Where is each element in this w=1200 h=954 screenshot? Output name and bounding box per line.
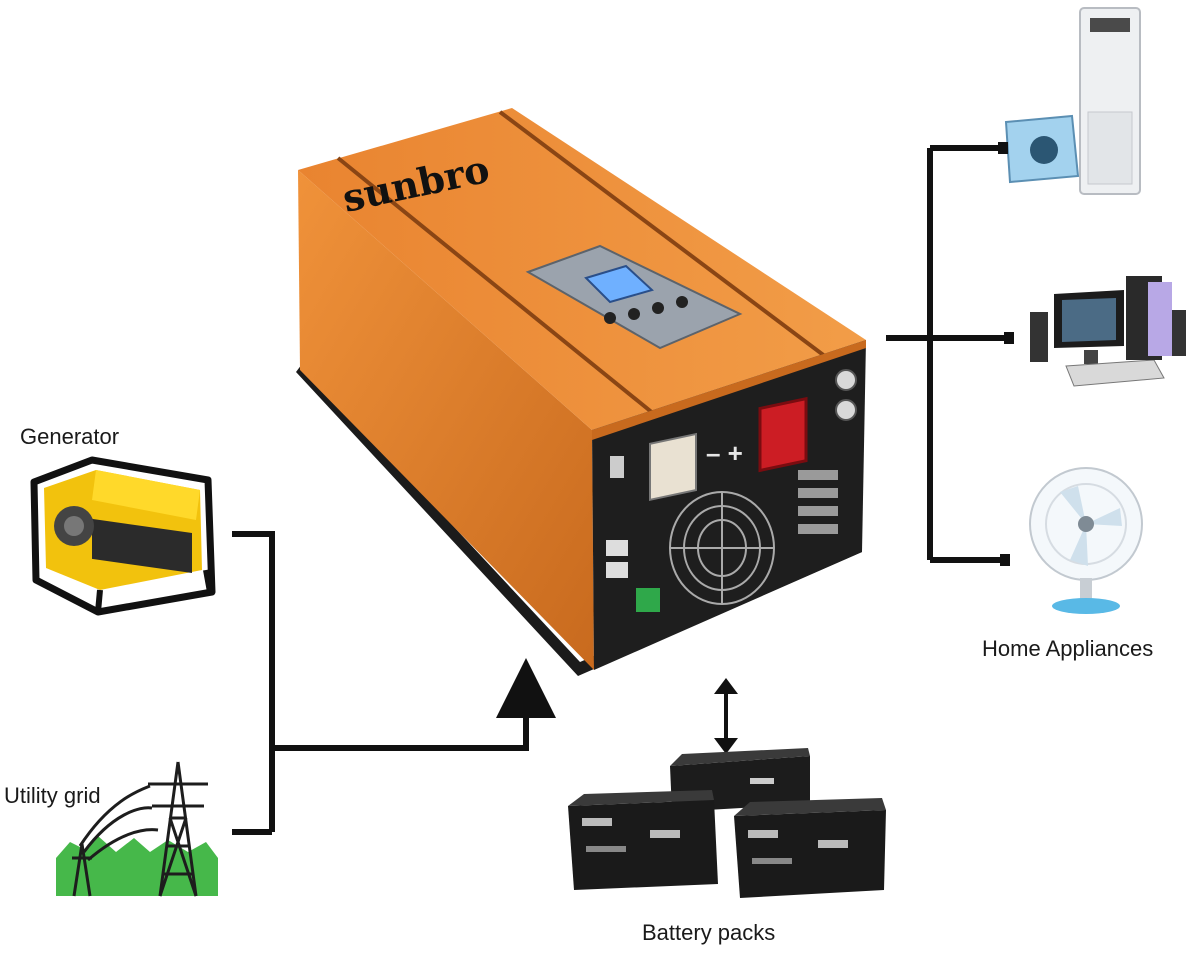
battery-left	[568, 790, 718, 890]
generator-label: Generator	[20, 424, 119, 449]
desktop-computer-icon	[1004, 276, 1186, 387]
generator-line	[232, 531, 275, 832]
utility-grid-label: Utility grid	[4, 783, 101, 808]
generator-icon	[30, 456, 216, 616]
air-conditioner-icon	[998, 7, 1141, 195]
home-appliances-label: Home Appliances	[982, 636, 1153, 661]
input-to-inverter-line	[272, 658, 556, 751]
battery-arrow	[714, 678, 738, 754]
power-tower-icon	[56, 761, 218, 897]
display-screen	[584, 264, 654, 304]
fan-icon	[1000, 467, 1143, 614]
connection-lines	[232, 145, 1006, 835]
battery-icon	[568, 748, 886, 898]
inverter-icon: – + sunbro	[296, 108, 866, 676]
battery-right	[734, 798, 886, 898]
battery-packs-label: Battery packs	[642, 920, 775, 945]
svg-text:– +: – +	[706, 438, 743, 468]
cooling-fan-grille	[669, 491, 775, 605]
